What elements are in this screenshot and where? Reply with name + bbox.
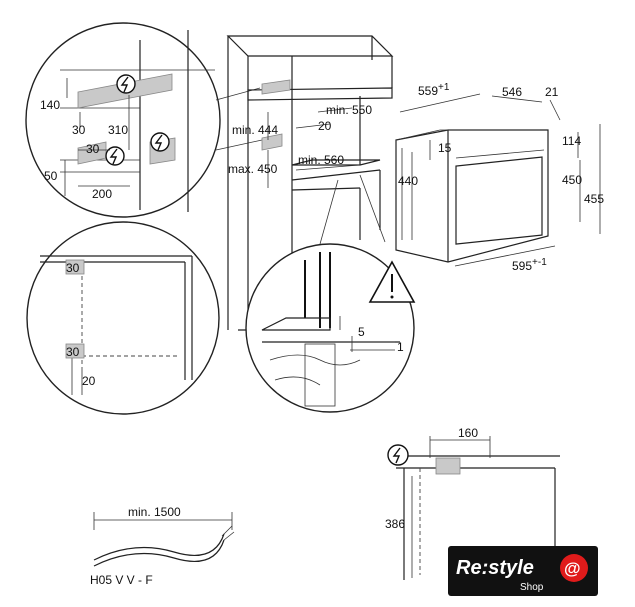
dim-15: 15: [438, 141, 452, 155]
logo-brand: Re:style: [456, 557, 534, 579]
fixing-detail: 5 1: [245, 174, 416, 413]
min-550-label: min. 550: [326, 103, 372, 117]
oven: 559+1 546 21 15 114 440 450 455 595+-1: [395, 82, 604, 273]
dim-386: 386: [385, 517, 405, 531]
dim-440: 440: [398, 174, 418, 188]
dim-114: 114: [562, 134, 581, 148]
dim-30-b: 30: [66, 345, 80, 359]
dim-20-label: 20: [318, 119, 332, 133]
dim-450: 450: [562, 173, 582, 187]
dim-21: 21: [545, 85, 559, 99]
dim-455: 455: [584, 192, 604, 206]
dim-310: 310: [108, 123, 128, 137]
dim-50: 50: [44, 169, 58, 183]
cable-detail: min. 1500 H05 V V - F: [90, 505, 235, 587]
electric-warning-icon: [116, 74, 136, 94]
dim-140: 140: [40, 98, 60, 112]
dim-5: 5: [358, 325, 365, 339]
dim-546: 546: [502, 85, 522, 99]
min-1500-label: min. 1500: [128, 505, 181, 519]
dim-595: 595+-1: [512, 257, 547, 273]
electric-warning-icon: [387, 444, 409, 466]
electric-warning-icon: [105, 146, 125, 166]
max-450-label: max. 450: [228, 162, 278, 176]
min-444-label: min. 444: [232, 123, 278, 137]
dim-160: 160: [458, 426, 478, 440]
dim-20-side: 20: [82, 374, 96, 388]
dim-30-mid: 30: [86, 142, 100, 156]
dim-1: 1: [397, 340, 404, 354]
caution-triangle-icon: [368, 260, 416, 303]
at-icon: @: [564, 559, 581, 578]
min-560-label: min. 560: [298, 153, 344, 167]
restyle-logo: Re:style Shop @: [448, 546, 598, 596]
logo-sub: Shop: [520, 582, 544, 593]
dim-30-top: 30: [72, 123, 86, 137]
dim-30-a: 30: [66, 261, 80, 275]
cable-type-label: H05 V V - F: [90, 573, 153, 587]
socket-detail: 160 386: [385, 426, 560, 580]
dim-559: 559+1: [418, 82, 450, 98]
cabinet: min. 550 20 min. 444 max. 450 min. 560: [226, 35, 394, 331]
dim-200: 200: [92, 187, 112, 201]
electric-warning-icon: [150, 132, 170, 152]
side-detail: 30 30 20: [26, 221, 220, 415]
niche-detail: 140 30 310 30 50 200: [25, 22, 221, 218]
